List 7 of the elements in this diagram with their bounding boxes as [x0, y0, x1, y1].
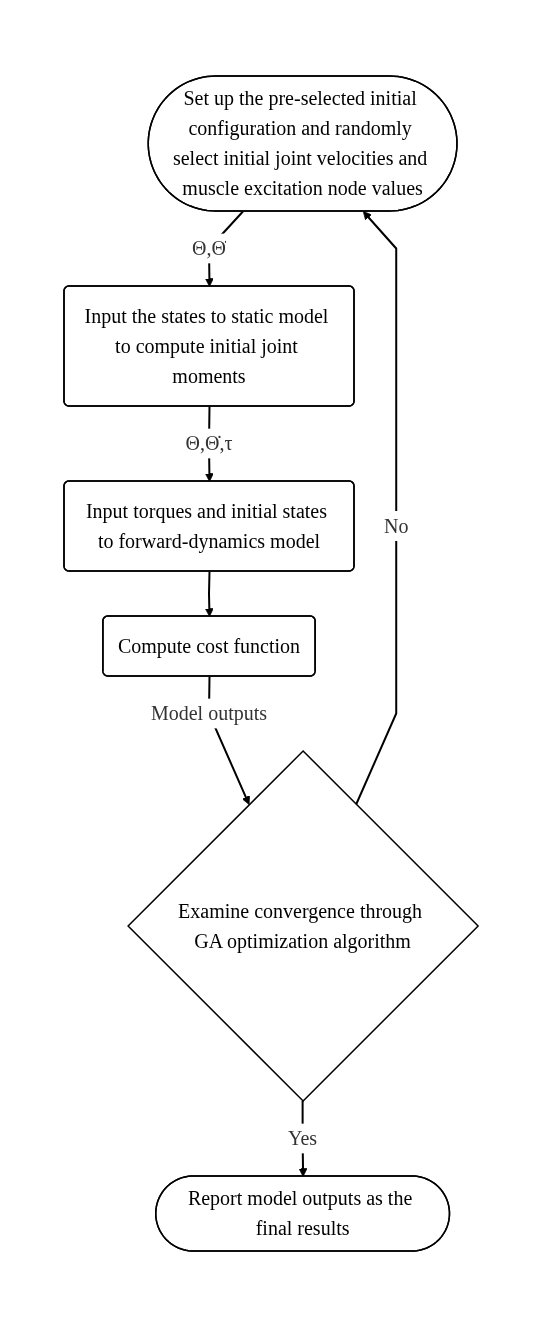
arrow — [204, 570, 214, 617]
edge-label: Yes — [287, 1127, 318, 1150]
node-diamond: Examine convergence through GA optimization algorithm — [127, 749, 480, 1103]
arrow — [355, 211, 398, 806]
edge-label: Model outputs — [150, 702, 267, 725]
edge-label: Θ,Θ̇,τ — [185, 432, 233, 455]
edge-label: No — [383, 514, 409, 537]
